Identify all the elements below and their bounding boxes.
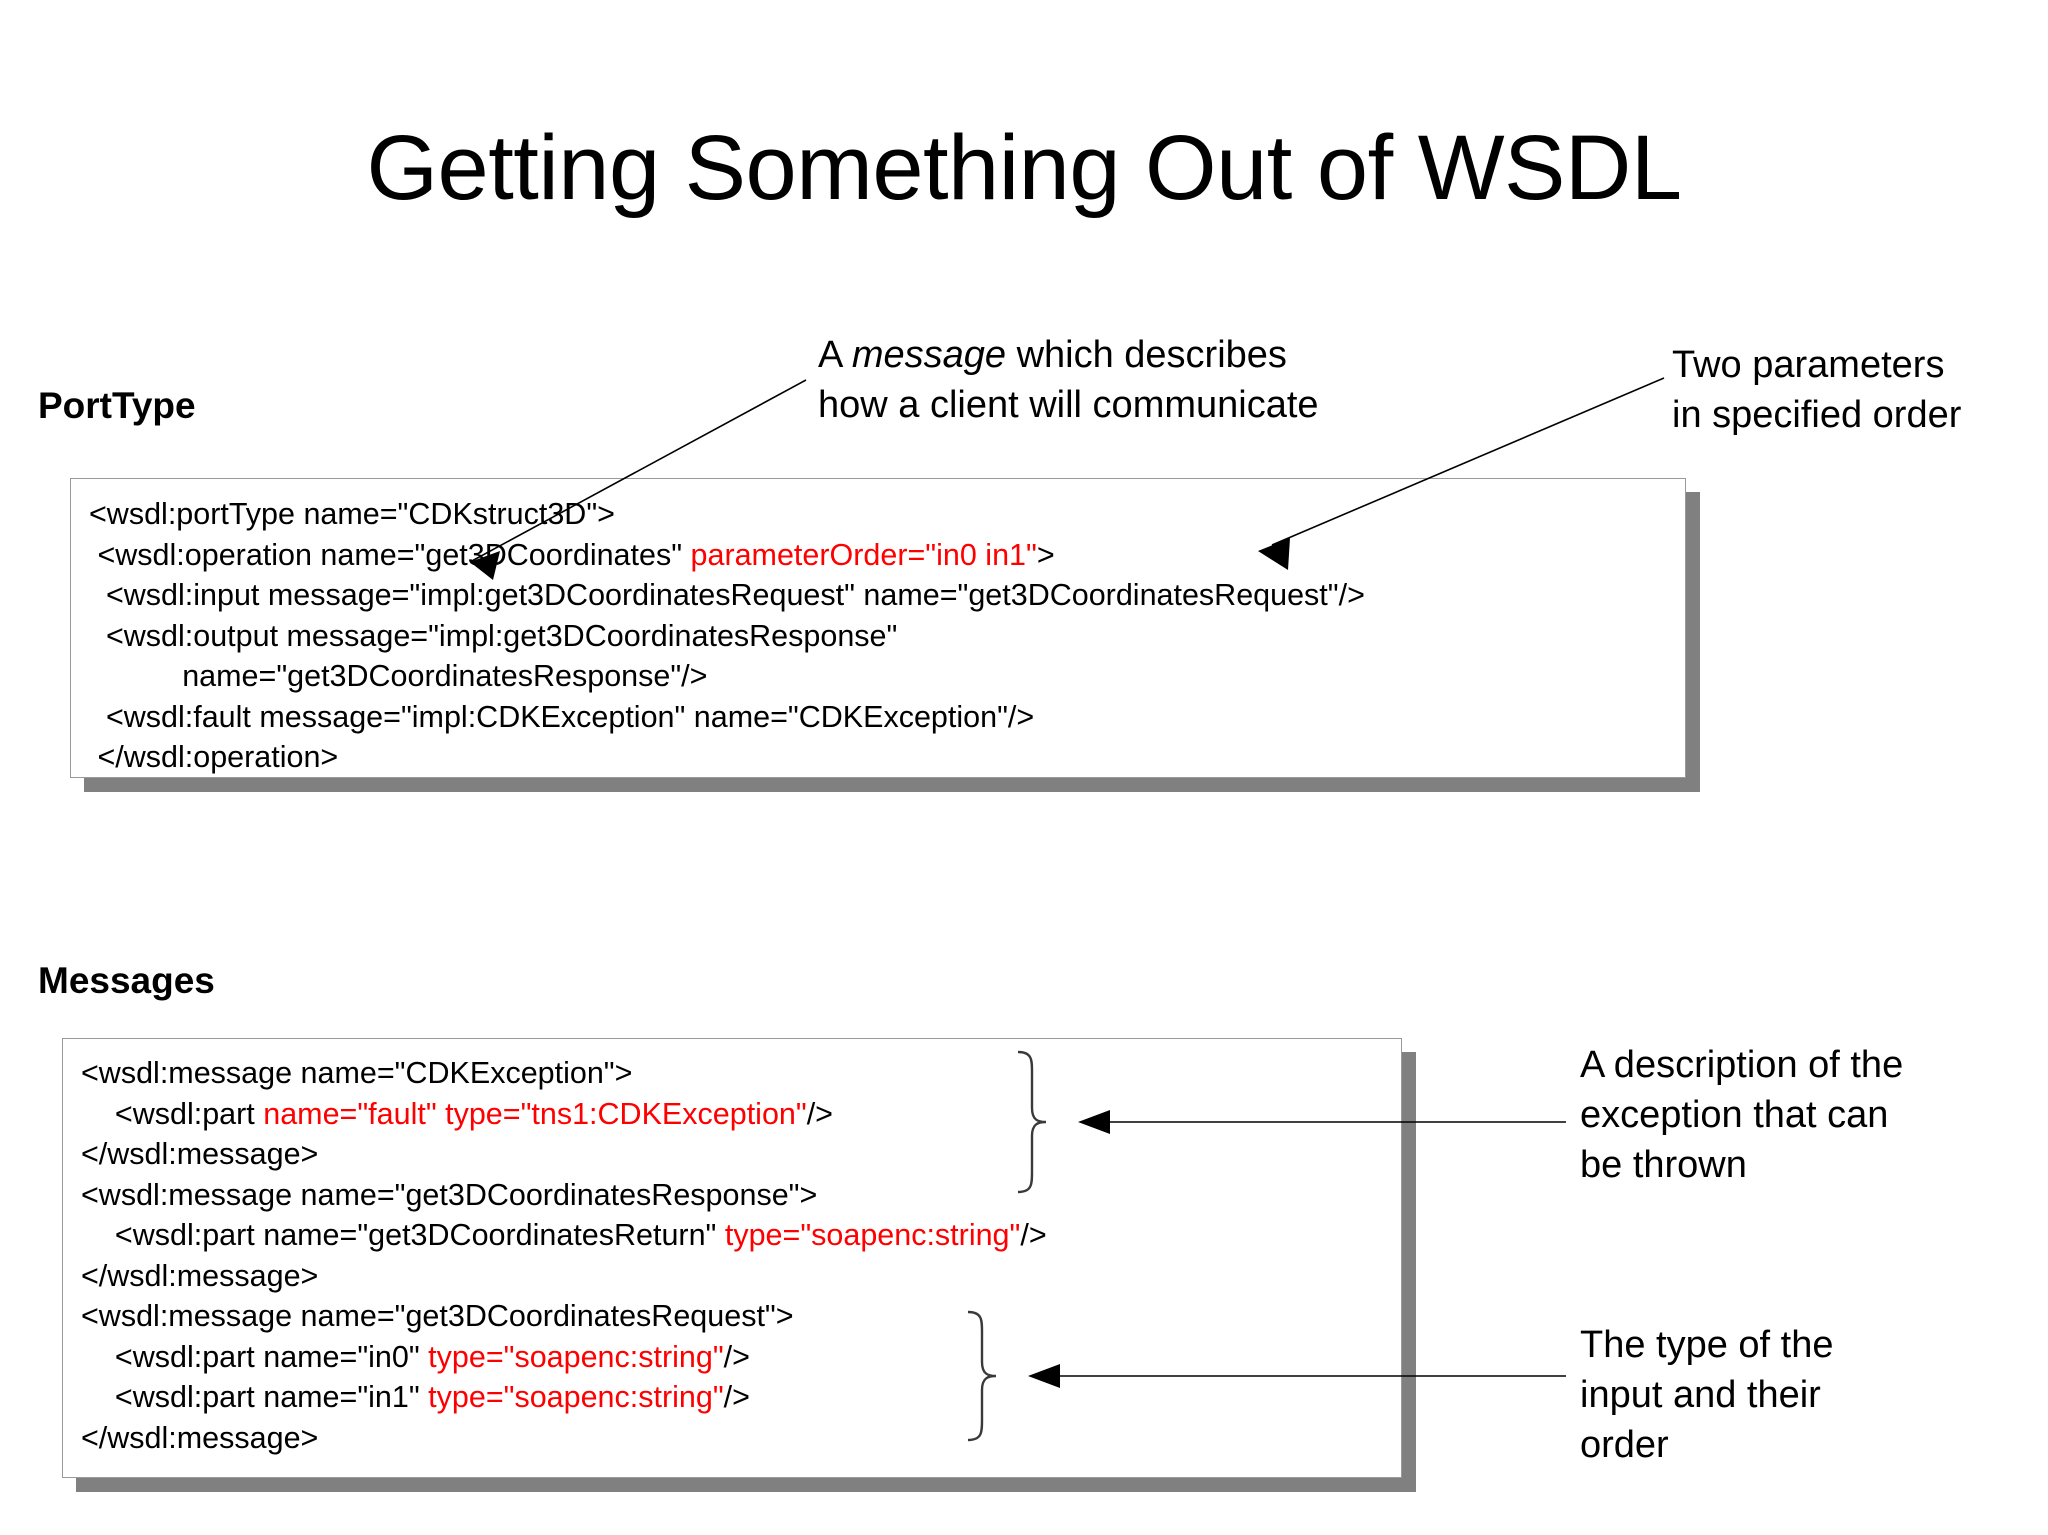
annotation-line: in specified order [1672,394,1962,436]
code-segment: type="soapenc:string" [428,1380,724,1414]
code-segment: <wsdl:part name="in1" [81,1380,429,1414]
annotation-line: which describes [1006,334,1287,376]
annotation-line: Two parameters [1672,344,1945,386]
code-segment: </wsdl:operation> [89,740,339,774]
code-segment: type="soapenc:string" [724,1218,1021,1252]
annotation-line: The type of the [1580,1324,1834,1366]
code-segment: <wsdl:message name="get3DCoordinatesResp… [81,1177,818,1212]
annotation-input-type: The type of the input and their order [1580,1320,1834,1470]
annotation-exception-description: A description of the exception that can … [1580,1040,1903,1190]
annotation-line: A [818,334,852,376]
code-panel-porttype: <wsdl:portType name="CDKstruct3D"> <wsdl… [70,478,1686,778]
page-title: Getting Something Out of WSDL [366,117,1682,219]
annotation-line: input and their [1580,1374,1821,1416]
code-segment: <wsdl:fault message="impl:CDKException" … [89,699,1035,734]
section-label-messages: Messages [38,960,215,1001]
code-segment: <wsdl:portType name="CDKstruct3D"> [89,497,615,531]
code-segment: <wsdl:output message="impl:get3DCoordina… [89,618,898,653]
annotation-line: exception that can [1580,1094,1889,1136]
code-block-messages: <wsdl:message name="CDKException"> <wsdl… [63,1039,1401,1458]
code-segment: <wsdl:part name="get3DCoordinatesReturn" [81,1218,725,1252]
code-segment: /> [1020,1218,1047,1252]
code-segment: name="get3DCoordinatesResponse"/> [89,659,708,693]
code-segment: <wsdl:part name="in0" [81,1339,429,1374]
code-segment: </wsdl:message> [81,1258,319,1293]
annotation-emphasis: message [851,334,1007,376]
code-segment: name="fault" type="tns1:CDKException" [263,1096,807,1131]
code-segment: </wsdl:message> [81,1137,319,1171]
code-segment: type="soapenc:string" [428,1339,724,1374]
annotation-line: order [1580,1424,1669,1466]
code-segment: /> [806,1096,833,1131]
code-segment: <wsdl:message name="get3DCoordinatesRequ… [81,1299,794,1333]
section-label-porttype: PortType [38,385,196,426]
annotation-line: A description of the [1580,1044,1904,1086]
code-segment: <wsdl:operation name="get3DCoordinates" [89,537,691,572]
annotation-message-describes: A message which describes how a client w… [818,330,1319,430]
code-segment: /> [723,1380,750,1414]
code-segment: <wsdl:message name="CDKException"> [81,1056,633,1090]
code-segment: </wsdl:message> [81,1420,319,1455]
code-segment: > [1036,537,1055,572]
code-segment: <wsdl:input message="impl:get3DCoordinat… [89,578,1365,612]
code-segment: parameterOrder="in0 in1" [690,537,1037,572]
annotation-line: how a client will communicate [818,384,1319,426]
code-panel-messages: <wsdl:message name="CDKException"> <wsdl… [62,1038,1402,1478]
code-segment: <wsdl:part [81,1096,264,1131]
code-segment: /> [723,1339,750,1374]
annotation-line: be thrown [1580,1144,1747,1186]
code-block-porttype: <wsdl:portType name="CDKstruct3D"> <wsdl… [71,479,1685,778]
annotation-two-parameters: Two parameters in specified order [1672,340,1961,440]
